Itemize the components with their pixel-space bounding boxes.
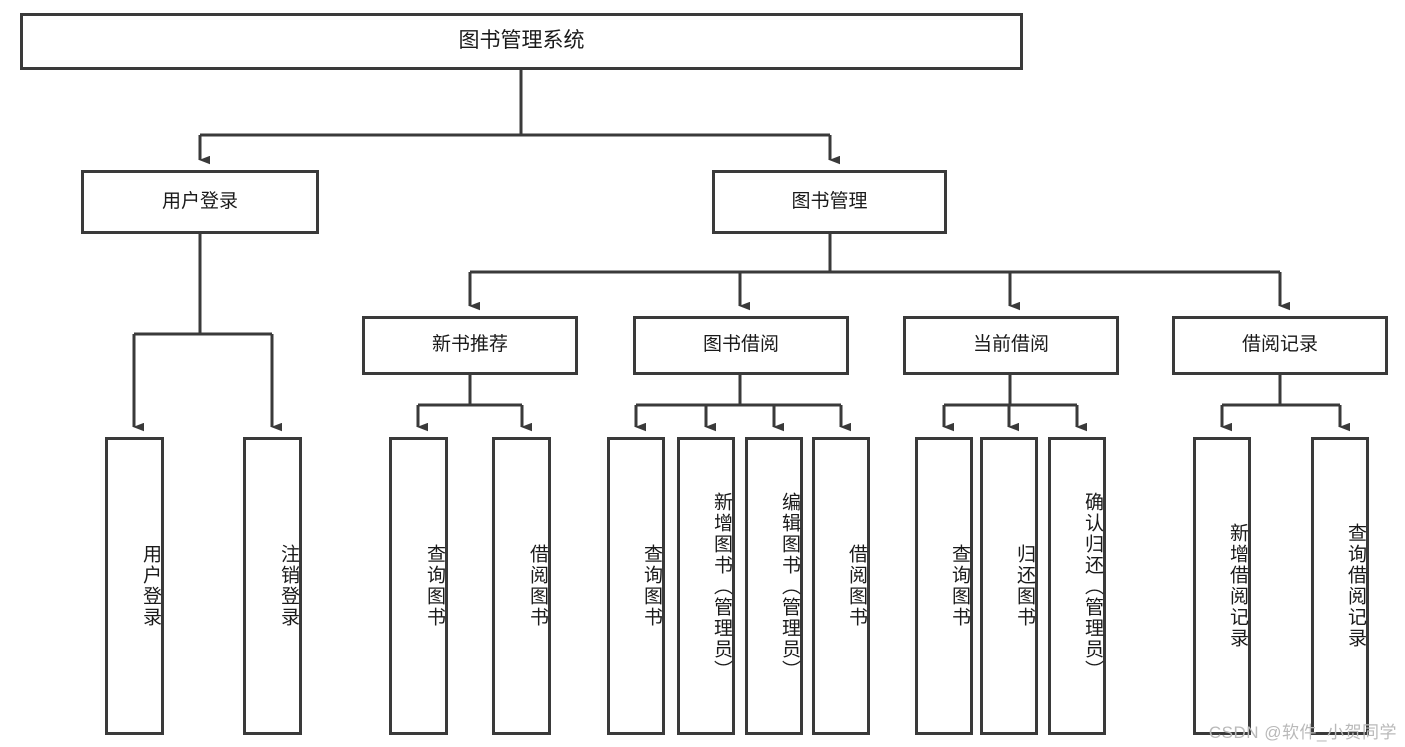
node-label: 图书管理系统 <box>458 29 585 53</box>
node-label: 注销登录 <box>278 544 299 628</box>
node-book-management[interactable]: 图书管理 <box>712 170 947 234</box>
node-current-borrow[interactable]: 当前借阅 <box>903 316 1119 375</box>
node-label: 图书管理 <box>791 190 868 212</box>
node-leaf-query-book-current[interactable]: 查询图书 <box>915 437 973 735</box>
node-label: 查询图书 <box>949 544 970 628</box>
node-new-book-recommend[interactable]: 新书推荐 <box>362 316 578 375</box>
node-label: 用户登录 <box>161 190 238 212</box>
node-leaf-borrow-book-recommend[interactable]: 借阅图书 <box>492 437 551 735</box>
node-leaf-borrow-book[interactable]: 借阅图书 <box>812 437 870 735</box>
node-label: 用户登录 <box>140 544 161 628</box>
node-book-borrow[interactable]: 图书借阅 <box>633 316 849 375</box>
node-leaf-add-borrow-record[interactable]: 新增借阅记录 <box>1193 437 1251 735</box>
node-leaf-user-login[interactable]: 用户登录 <box>105 437 164 735</box>
node-leaf-query-book-recommend[interactable]: 查询图书 <box>389 437 448 735</box>
node-label: 新增图书（管理员） <box>711 491 732 681</box>
node-label: 新增借阅记录 <box>1227 523 1248 649</box>
node-label: 确认归还（管理员） <box>1082 491 1103 681</box>
node-label: 当前借阅 <box>972 334 1049 356</box>
node-book-management-system[interactable]: 图书管理系统 <box>20 13 1023 70</box>
node-leaf-query-book-borrow[interactable]: 查询图书 <box>607 437 665 735</box>
node-leaf-edit-book[interactable]: 编辑图书（管理员） <box>745 437 803 735</box>
node-label: 查询借阅记录 <box>1345 523 1366 649</box>
node-leaf-confirm-return[interactable]: 确认归还（管理员） <box>1048 437 1106 735</box>
node-label: 借阅记录 <box>1241 334 1318 356</box>
node-leaf-return-book[interactable]: 归还图书 <box>980 437 1038 735</box>
node-label: 借阅图书 <box>527 544 548 628</box>
node-label: 归还图书 <box>1014 544 1035 628</box>
node-label: 新书推荐 <box>431 334 508 356</box>
node-label: 查询图书 <box>424 544 445 628</box>
node-leaf-logout-login[interactable]: 注销登录 <box>243 437 302 735</box>
node-label: 图书借阅 <box>702 334 779 356</box>
node-leaf-add-book[interactable]: 新增图书（管理员） <box>677 437 735 735</box>
node-label: 编辑图书（管理员） <box>779 491 800 681</box>
node-label: 借阅图书 <box>846 544 867 628</box>
node-borrow-record[interactable]: 借阅记录 <box>1172 316 1388 375</box>
node-leaf-query-borrow-record[interactable]: 查询借阅记录 <box>1311 437 1369 735</box>
csdn-watermark: CSDN @软件_小贺同学 <box>1208 723 1397 742</box>
node-user-login[interactable]: 用户登录 <box>81 170 319 234</box>
node-label: 查询图书 <box>641 544 662 628</box>
